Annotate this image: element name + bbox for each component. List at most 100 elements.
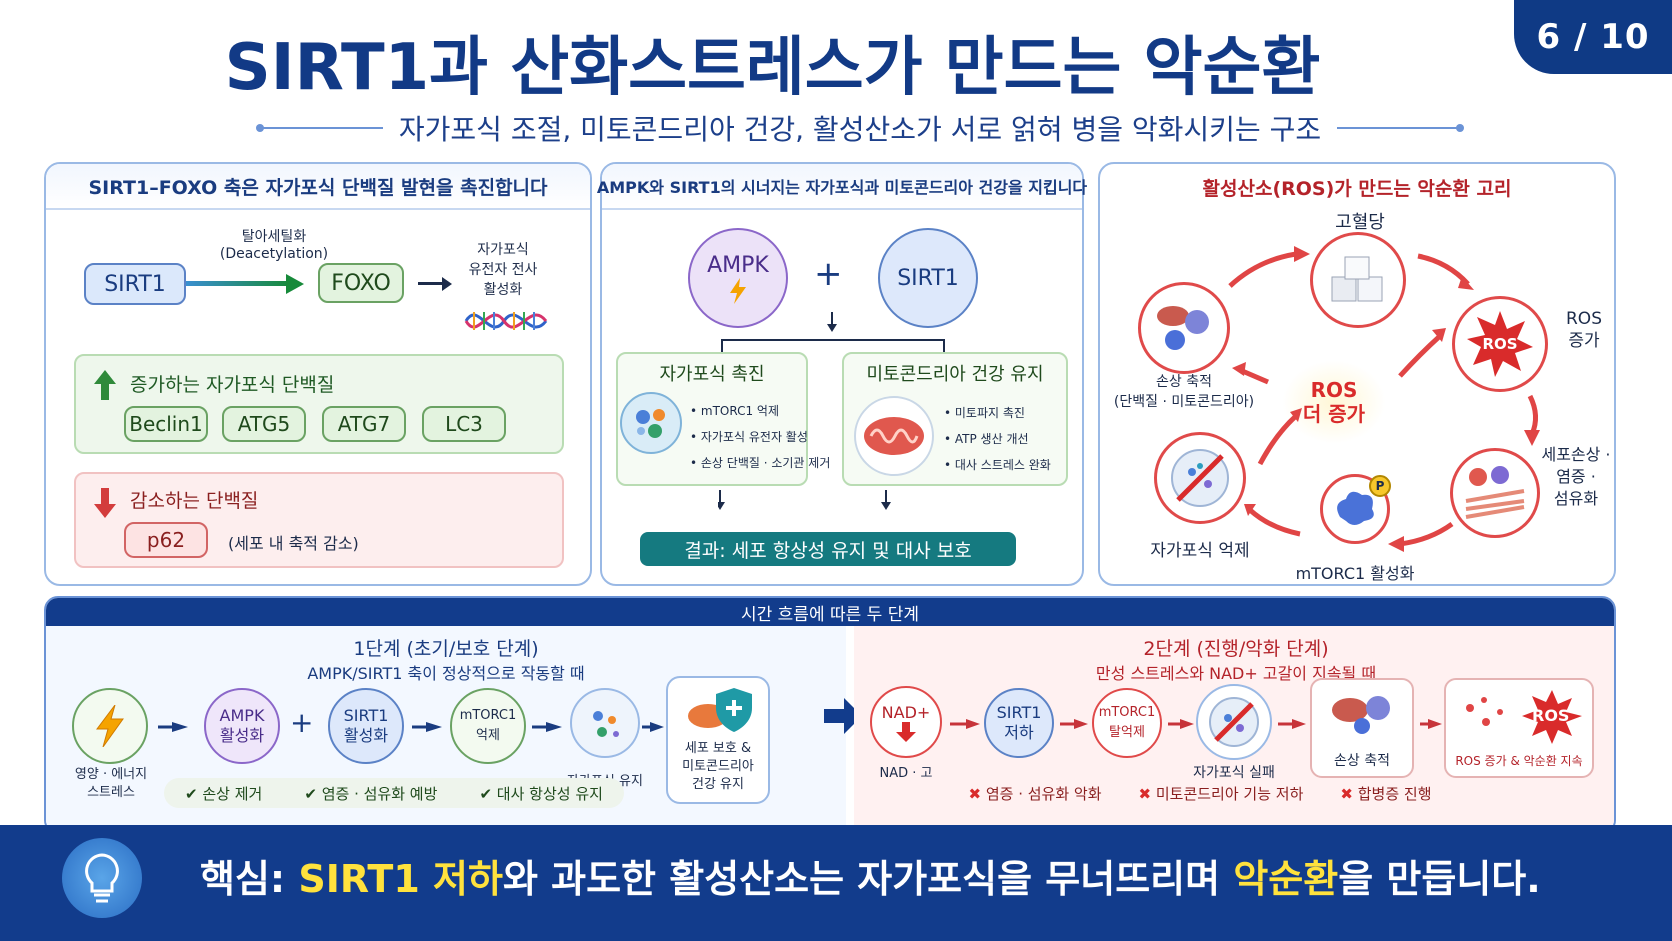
nad-label: NAD · 고: [879, 766, 933, 781]
ros-burst-circle: ROS: [1452, 296, 1548, 392]
check-2-text: 염증 · 섬유화 예방: [321, 784, 438, 803]
protein-p62: p62: [124, 522, 208, 558]
cycle-arrows: [1228, 246, 1540, 552]
transcription-2: 유전자 전사: [468, 262, 538, 278]
panel-ros-cycle: 활성산소(ROS)가 만드는 악순환 고리 고혈당 ROS ROS 증가 세포손…: [1098, 162, 1616, 586]
autophagy-title: 자가포식 촉진: [659, 364, 765, 385]
core-message: 핵심: SIRT1 저하와 과도한 활성산소는 자가포식을 무너뜨리며 악순환을…: [200, 848, 1541, 903]
protein-lc3: LC3: [422, 406, 506, 442]
ros-inc-1: ROS: [1566, 309, 1602, 329]
ampk-circle: AMPK: [688, 228, 788, 328]
timeline-header: 시간 흐름에 따른 두 단계: [46, 598, 1614, 626]
stage-transition-arrow: [824, 698, 862, 734]
sugar-cubes-icon: [1310, 232, 1406, 328]
protein-beclin1: Beclin1: [124, 406, 208, 442]
stage1-checks: ✔ 손상 제거 ✔ 염증 · 섬유화 예방 ✔ 대사 항상성 유지: [164, 778, 624, 808]
shield-icon: [688, 688, 752, 732]
ros-final-text: ROS: [1532, 706, 1570, 725]
md-1: mTORC1: [1098, 705, 1156, 720]
protein-atg7: ATG7: [322, 406, 406, 442]
hyperglycemia-label: 고혈당: [1335, 212, 1385, 233]
cross-3-text: 합병증 진행: [1357, 784, 1432, 803]
core-highlight-2: 악순환: [1233, 857, 1339, 901]
decrease-box: 감소하는 단백질 p62 (세포 내 축적 감소): [74, 472, 564, 568]
plus-sign: +: [814, 254, 843, 294]
md-2: 탈억제: [1109, 725, 1145, 740]
aa-1: AMPK: [219, 706, 265, 725]
timeline-panel: 시간 흐름에 따른 두 단계 1단계 (초기/보호 단계) AMPK/SIRT1…: [44, 596, 1616, 834]
mi-1: mTORC1: [459, 708, 517, 723]
subtitle-line-left: [256, 124, 383, 132]
stage2-arrows: [950, 719, 1442, 729]
subtitle: 자가포식 조절, 미토콘드리아 건강, 활성산소가 서로 얽혀 병을 악화시키는…: [398, 113, 1322, 146]
stage1-title: 1단계 (초기/보호 단계): [353, 638, 539, 660]
cd-1: 세포손상 ·: [1541, 445, 1611, 464]
ampk-label: AMPK: [707, 252, 769, 278]
down-arrows: [718, 490, 891, 510]
cross-1: ✖ 염증 · 섬유화 악화: [968, 784, 1102, 803]
check-3: ✔ 대사 항상성 유지: [479, 784, 603, 803]
panel3-heading: 활성산소(ROS)가 만드는 악순환 고리: [1202, 177, 1512, 200]
cell-icon: [620, 392, 682, 454]
nad-down-icon: [896, 721, 916, 742]
mitochondria-box: 미토콘드리아 건강 유지 • 미토파지 촉진 • ATP 생산 개선 • 대사 …: [842, 352, 1068, 486]
page-title: SIRT1과 산화스트레스가 만드는 악순환: [224, 31, 1321, 105]
panel-ampk-sirt1: AMPK와 SIRT1의 시너지는 자가포식과 미토콘드리아 건강을 지킵니다 …: [597, 162, 1087, 586]
cross-2-text: 미토콘드리아 기능 저하: [1155, 784, 1304, 803]
rc-1: ROS: [1310, 378, 1358, 402]
sa-2: 활성화: [343, 726, 389, 745]
autophagy-fail-label: 자가포식 실패: [1193, 765, 1275, 781]
damage-label: 손상 축적: [1334, 753, 1390, 769]
aa-2: 활성화: [219, 726, 265, 745]
autophagy-item-2: • 자가포식 유전자 활성: [690, 430, 808, 444]
cell-damage-label: 세포손상 · 염증 · 섬유화: [1536, 444, 1616, 510]
stage1-arrows: [158, 722, 664, 732]
lightning-icon: [730, 277, 746, 304]
cell-damage-icon: [1450, 448, 1540, 538]
mitochondria-list: • 미토파지 촉진 • ATP 생산 개선 • 대사 스트레스 완화: [944, 400, 1051, 478]
core-suffix: 을 만듭니다.: [1338, 857, 1541, 901]
mito-item-3: • 대사 스트레스 완화: [944, 458, 1051, 472]
check-1: ✔ 손상 제거: [185, 784, 263, 803]
cross-1-text: 염증 · 섬유화 악화: [985, 784, 1102, 803]
dna-icon: [464, 312, 548, 330]
sd-2: 저하: [1004, 723, 1034, 742]
core-highlight-1: SIRT1 저하: [298, 857, 503, 901]
result-banner: 결과: 세포 항상성 유지 및 대사 보호: [640, 532, 1016, 566]
stress-icon: [72, 688, 148, 764]
check-2: ✔ 염증 · 섬유화 예방: [304, 784, 438, 803]
ros-badge-text: ROS: [1482, 335, 1518, 353]
mtorc1-icon: P: [1320, 474, 1391, 544]
stage2-title: 2단계 (진행/악화 단계): [1143, 638, 1329, 660]
damage-accum-icon: [1138, 282, 1230, 374]
branch-connector: [721, 312, 945, 352]
ros-final-box: ROS ROS 증가 & 악순환 지속: [1444, 678, 1594, 778]
lightbulb-icon: [62, 838, 142, 918]
sa-1: SIRT1: [343, 706, 389, 725]
mtorc1-label: mTORC1 활성화: [1295, 564, 1415, 583]
up-arrow-icon: [94, 370, 116, 400]
cd-3: 섬유화: [1553, 489, 1599, 508]
panel2-heading: AMPK와 SIRT1의 시너지는 자가포식과 미토콘드리아 건강을 지킵니다: [597, 164, 1087, 210]
nad-text: NAD+: [881, 702, 931, 722]
pr-3: 건강 유지: [692, 777, 744, 792]
stage1-plus: +: [290, 706, 314, 739]
stage2: 2단계 (진행/악화 단계) 만성 스트레스와 NAD+ 고갈이 지속될 때 N…: [854, 626, 1614, 832]
autophagy-item-1: • mTORC1 억제: [690, 404, 780, 418]
check-1-text: 손상 제거: [202, 784, 263, 803]
down-arrow-icon: [94, 488, 116, 518]
check-3-text: 대사 항상성 유지: [496, 784, 603, 803]
autophagy-item-3: • 손상 단백질 · 소기관 제거: [690, 456, 831, 470]
panel-sirt1-foxo: SIRT1–FOXO 축은 자가포식 단백질 발현을 촉진합니다 SIRT1 탈…: [44, 162, 592, 586]
ros-inc-2: 증가: [1568, 331, 1600, 351]
ros-final-label: ROS 증가 & 악순환 지속: [1455, 754, 1583, 768]
mito-item-2: • ATP 생산 개선: [944, 432, 1029, 446]
ros-center: ROS 더 증가: [1282, 360, 1386, 444]
